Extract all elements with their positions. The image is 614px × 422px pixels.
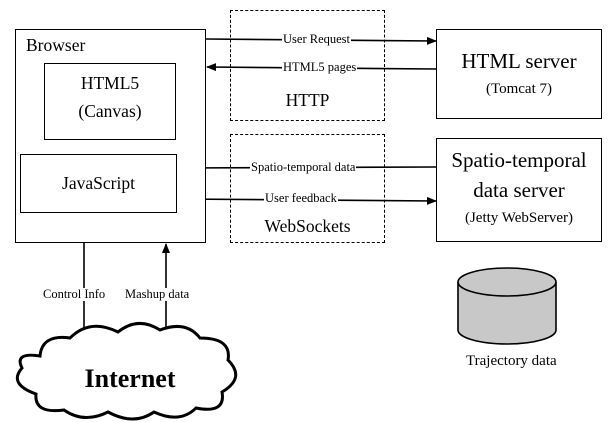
trajectory-data-label: Trajectory data bbox=[466, 353, 557, 369]
internet-cloud bbox=[15, 322, 238, 421]
html-server-box bbox=[436, 29, 602, 119]
mashup-data-label: Mashup data bbox=[124, 287, 191, 301]
st-server-line1: Spatio-temporal bbox=[451, 148, 587, 172]
javascript-label: JavaScript bbox=[62, 173, 135, 193]
html5-label: HTML5 bbox=[80, 73, 140, 93]
user-request-label: User Request bbox=[282, 32, 351, 46]
http-region bbox=[230, 10, 385, 121]
html5-pages-label: HTML5 pages bbox=[282, 60, 358, 74]
database-cylinder-icon bbox=[457, 267, 557, 345]
html-server-title: HTML server bbox=[461, 49, 577, 73]
st-server-line3: (Jetty WebServer) bbox=[464, 210, 574, 226]
control-info-label: Control Info bbox=[42, 287, 107, 301]
user-feedback-label: User feedback bbox=[264, 191, 338, 205]
html-server-subtitle: (Tomcat 7) bbox=[485, 81, 552, 97]
http-label: HTTP bbox=[285, 90, 330, 110]
st-server-box bbox=[436, 138, 602, 242]
websockets-region bbox=[230, 134, 385, 243]
internet-label: Internet bbox=[84, 364, 176, 393]
browser-title: Browser bbox=[26, 35, 86, 55]
st-server-line2: data server bbox=[473, 178, 565, 202]
websockets-label: WebSockets bbox=[264, 216, 351, 236]
st-data-label: Spatio-temporal data bbox=[250, 160, 357, 174]
canvas-label: (Canvas) bbox=[78, 101, 142, 121]
html5-canvas-box bbox=[44, 63, 176, 140]
javascript-box bbox=[20, 154, 177, 213]
